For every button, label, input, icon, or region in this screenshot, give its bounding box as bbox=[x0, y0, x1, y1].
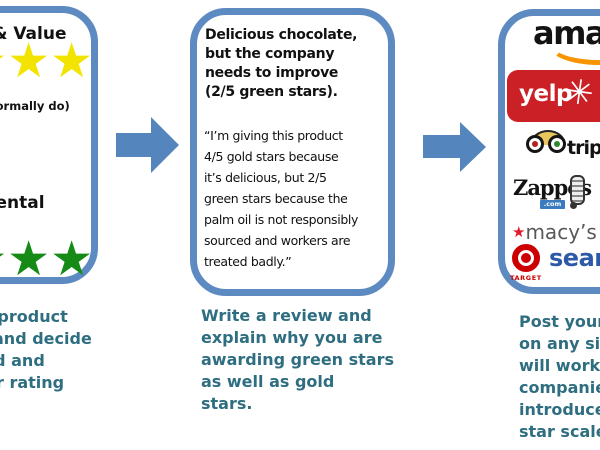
tripadvisor-logo: tripadvisor bbox=[567, 137, 600, 159]
step2-caption-line: as well as gold bbox=[201, 372, 335, 391]
sears-logo: sears bbox=[549, 244, 600, 272]
step2-caption-line: stars. bbox=[201, 394, 253, 413]
review-summary-text: Delicious chocolate, but the company nee… bbox=[205, 26, 357, 102]
arrow-shaft bbox=[423, 135, 460, 158]
step3-caption-line: introduce the bbox=[519, 400, 600, 419]
review-quote-line: green stars because the bbox=[204, 191, 348, 206]
macys-wordmark: macy’s bbox=[525, 220, 597, 244]
review-quote-line: “I’m giving this product bbox=[204, 128, 343, 143]
zappos-com-badge: .com bbox=[540, 200, 565, 209]
step1-caption-line: green star rating bbox=[0, 373, 65, 392]
owl-right-eye bbox=[548, 135, 566, 153]
review-quote-line: sourced and workers are bbox=[204, 233, 351, 248]
yelp-wordmark: yelp bbox=[519, 81, 572, 107]
owl-right-pupil bbox=[554, 141, 560, 147]
gold-stars-row: ★★★★★ bbox=[0, 33, 94, 89]
review-summary-line: but the company bbox=[205, 46, 335, 62]
review-quote-text: “I’m giving this product 4/5 gold stars … bbox=[204, 125, 358, 272]
yelp-logo: yelp ✳ bbox=[507, 70, 600, 122]
panel-review-example bbox=[190, 8, 395, 296]
target-logo: TARGET bbox=[510, 274, 542, 282]
review-summary-line: (2/5 green stars). bbox=[205, 84, 338, 100]
target-bullseye-center bbox=[521, 253, 531, 263]
environmental-heading: Environmental bbox=[0, 193, 45, 213]
step3-caption: Post your review on any site that will w… bbox=[519, 311, 600, 443]
macys-logo: ★macy’s bbox=[512, 220, 597, 244]
step2-caption-line: explain why you are bbox=[201, 328, 383, 347]
green-stars-row: ★★★★★ bbox=[0, 231, 94, 287]
review-quote-line: palm oil is not responsibly bbox=[204, 212, 359, 227]
arrow-head bbox=[460, 122, 486, 172]
taste-value-heading: Taste & Value bbox=[0, 24, 67, 44]
step3-caption-line: star scale. bbox=[519, 422, 600, 441]
review-quote-line: 4/5 gold stars because bbox=[204, 149, 339, 164]
step3-caption-line: Post your review bbox=[519, 312, 600, 331]
step1-caption-line: or brand and decide bbox=[0, 329, 92, 348]
amazon-smile-icon bbox=[549, 26, 600, 65]
review-summary-line: Delicious chocolate, bbox=[205, 27, 358, 43]
panel-review-sites bbox=[498, 9, 600, 294]
step2-caption: Write a review and explain why you are a… bbox=[201, 305, 394, 415]
normally-do-note: (as you normally do) bbox=[0, 99, 70, 113]
macys-star-icon: ★ bbox=[512, 223, 526, 241]
step3-caption-line: on any site that bbox=[519, 334, 600, 353]
review-quote-line: treated badly.” bbox=[204, 254, 292, 269]
owl-left-eye bbox=[526, 135, 544, 153]
yelp-burst-icon: ✳ bbox=[562, 71, 597, 115]
step1-caption-line: Choose a product bbox=[0, 307, 68, 326]
tripadvisor-owl-icon bbox=[525, 130, 569, 166]
owl-left-pupil bbox=[532, 141, 538, 147]
step2-caption-line: awarding green stars bbox=[201, 350, 395, 369]
step1-caption-line: on its gold and bbox=[0, 351, 45, 370]
step2-caption-line: Write a review and bbox=[201, 306, 372, 325]
target-bullseye-icon bbox=[512, 244, 540, 272]
arrow-shaft bbox=[116, 133, 151, 157]
arrow-right-icon bbox=[423, 122, 487, 172]
zappos-mascot-icon bbox=[570, 175, 585, 209]
step1-caption: Choose a product or brand and decide on … bbox=[0, 306, 92, 394]
review-summary-line: needs to improve bbox=[205, 65, 339, 81]
step3-caption-line: companies to bbox=[519, 378, 600, 397]
review-quote-line: it’s delicious, but 2/5 bbox=[204, 170, 327, 185]
panel-product-rating bbox=[0, 6, 98, 284]
arrow-right-icon bbox=[116, 117, 180, 173]
step3-caption-line: will work with bbox=[519, 356, 600, 375]
arrow-head bbox=[151, 117, 179, 173]
